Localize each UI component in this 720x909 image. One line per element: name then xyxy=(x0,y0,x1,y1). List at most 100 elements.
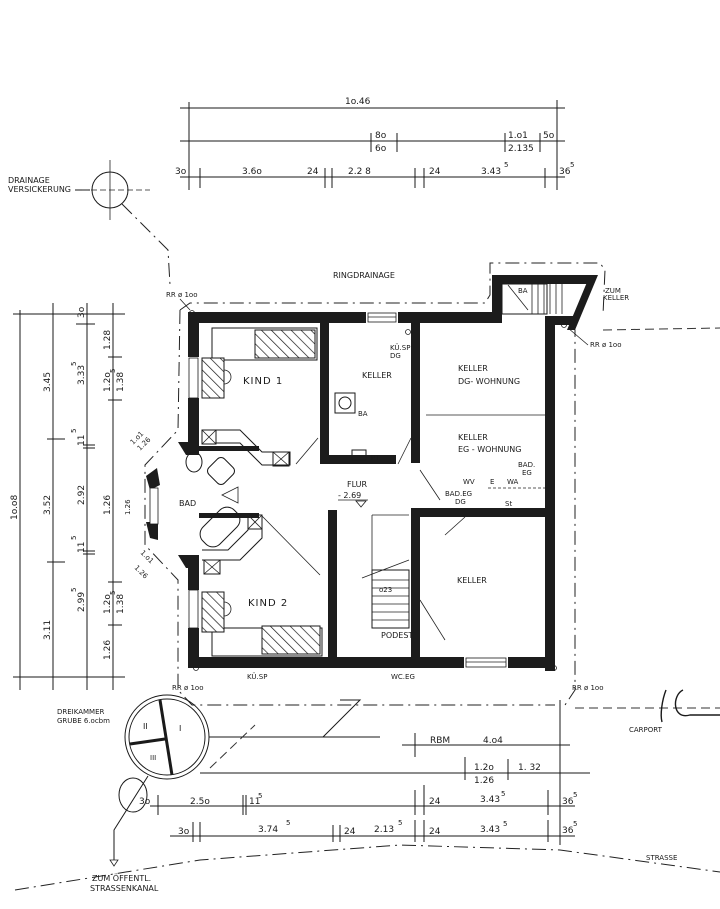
svg-text:5: 5 xyxy=(286,819,290,827)
svg-text:RR ø 1oo: RR ø 1oo xyxy=(590,341,621,349)
svg-text:1. 32: 1. 32 xyxy=(518,763,541,773)
room-flur: FLUR xyxy=(347,480,368,489)
svg-text:1.26: 1.26 xyxy=(103,495,113,515)
svg-text:1.28: 1.28 xyxy=(103,330,113,350)
svg-text:E: E xyxy=(490,478,494,486)
pump-icon xyxy=(351,449,367,461)
svg-text:3o: 3o xyxy=(139,797,151,807)
svg-text:24: 24 xyxy=(429,797,441,807)
room-keller-dg: KELLER xyxy=(458,364,488,373)
room-labels: KIND 1 KIND 2 BAD KELLER KELLER DG- WOHN… xyxy=(179,364,545,640)
svg-text:5: 5 xyxy=(573,820,577,828)
svg-text:RR ø 1oo: RR ø 1oo xyxy=(172,684,203,692)
svg-text:3o: 3o xyxy=(178,827,190,837)
svg-text:1.o1: 1.o1 xyxy=(508,131,528,141)
level-triangle-icon xyxy=(355,500,367,508)
fixture-labels: KÜ.SP DG BA PT BA BAD. EG WV E WA BAD.EG… xyxy=(247,287,629,681)
desk-icon xyxy=(201,357,225,399)
svg-text:BA: BA xyxy=(518,287,528,295)
room-keller-small: KELLER xyxy=(362,371,392,380)
svg-text:5: 5 xyxy=(70,536,78,540)
svg-text:WV: WV xyxy=(463,478,475,486)
svg-text:5: 5 xyxy=(109,369,117,373)
svg-text:1.38: 1.38 xyxy=(116,372,126,392)
svg-text:STRASSENKANAL: STRASSENKANAL xyxy=(90,884,159,893)
svg-text:ZUM: ZUM xyxy=(605,287,621,295)
svg-text:RBM: RBM xyxy=(430,736,450,746)
svg-text:4.o4: 4.o4 xyxy=(483,736,503,746)
svg-text:2.135: 2.135 xyxy=(508,144,534,154)
svg-text:36: 36 xyxy=(562,826,574,836)
svg-text:1.26: 1.26 xyxy=(124,499,132,515)
svg-text:3.6o: 3.6o xyxy=(242,167,262,177)
outlet-arrow-icon xyxy=(109,859,119,867)
dim-overall-width: 1o.46 xyxy=(345,97,371,107)
windows xyxy=(149,312,507,668)
svg-text:RR ø 1oo: RR ø 1oo xyxy=(166,291,197,299)
svg-text:BAD.: BAD. xyxy=(518,461,535,469)
room-bad: BAD xyxy=(179,499,196,508)
svg-text:3.74: 3.74 xyxy=(258,825,278,835)
svg-text:STRASSE: STRASSE xyxy=(646,854,677,862)
svg-text:2.13: 2.13 xyxy=(374,825,394,835)
svg-text:5: 5 xyxy=(70,429,78,433)
svg-text:II: II xyxy=(143,722,148,731)
top-dimension-chain: 1o.46 8o 6o 1.o1 2.135 5o 3o 3.6o 24 2.2… xyxy=(175,97,574,190)
svg-text:5: 5 xyxy=(70,588,78,592)
svg-text:36: 36 xyxy=(562,797,574,807)
svg-text:1.26: 1.26 xyxy=(103,640,113,660)
svg-text:DG: DG xyxy=(390,352,401,360)
svg-text:1.2o: 1.2o xyxy=(103,594,113,614)
svg-text:3.11: 3.11 xyxy=(43,620,53,640)
svg-text:RINGDRAINAGE: RINGDRAINAGE xyxy=(333,271,395,280)
site-context: CARPORT STRASSE xyxy=(14,689,720,891)
room-keller-se: KELLER xyxy=(457,576,487,585)
svg-text:11: 11 xyxy=(77,542,87,553)
svg-text:DREIKAMMER: DREIKAMMER xyxy=(57,708,104,716)
svg-text:III: III xyxy=(150,754,156,762)
svg-text:3.45: 3.45 xyxy=(43,372,53,392)
signature xyxy=(660,689,720,723)
sink-icon xyxy=(207,457,235,485)
svg-text:5: 5 xyxy=(503,820,507,828)
svg-text:1.26: 1.26 xyxy=(474,776,494,786)
svg-text:24: 24 xyxy=(429,827,441,837)
room-kind-2: KIND 2 xyxy=(248,598,288,609)
svg-text:DRAINAGE: DRAINAGE xyxy=(8,176,50,185)
svg-text:2.92: 2.92 xyxy=(77,485,87,505)
svg-text:8o: 8o xyxy=(375,131,387,141)
desk-icon xyxy=(201,591,225,633)
svg-text:CARPORT: CARPORT xyxy=(629,726,663,734)
svg-text:11: 11 xyxy=(249,797,260,807)
svg-text:3o: 3o xyxy=(77,306,87,318)
svg-text:DG- WOHNUNG: DG- WOHNUNG xyxy=(458,377,520,386)
svg-text:5: 5 xyxy=(501,790,505,798)
svg-text:1o.o8: 1o.o8 xyxy=(10,495,20,520)
bathtub-icon xyxy=(199,506,241,548)
drainage-infiltration: DRAINAGE VERSICKERUNG xyxy=(8,160,171,286)
svg-text:GRUBE 6.ocbm: GRUBE 6.ocbm xyxy=(57,717,110,725)
svg-text:5: 5 xyxy=(573,791,577,799)
svg-text:KÜ.SP: KÜ.SP xyxy=(390,343,410,352)
svg-text:1.2o: 1.2o xyxy=(103,372,113,392)
svg-text:o23: o23 xyxy=(379,586,392,594)
room-kind-1: KIND 1 xyxy=(243,376,283,387)
svg-text:24: 24 xyxy=(307,167,319,177)
svg-text:St: St xyxy=(505,500,512,508)
svg-text:3.33: 3.33 xyxy=(77,365,87,385)
svg-text:24: 24 xyxy=(429,167,441,177)
svg-text:WC.EG: WC.EG xyxy=(391,673,415,681)
svg-text:24: 24 xyxy=(344,827,356,837)
svg-text:BA: BA xyxy=(358,410,368,418)
svg-text:BAD.EG: BAD.EG xyxy=(445,490,472,498)
svg-text:5: 5 xyxy=(70,362,78,366)
svg-text:5: 5 xyxy=(109,591,117,595)
room-keller-eg: KELLER xyxy=(458,433,488,442)
svg-text:1.26: 1.26 xyxy=(133,564,150,581)
bed-icon xyxy=(261,625,321,655)
svg-text:5: 5 xyxy=(398,819,402,827)
svg-text:3.43: 3.43 xyxy=(480,825,500,835)
svg-text:5: 5 xyxy=(504,161,508,169)
svg-text:6o: 6o xyxy=(375,144,387,154)
bottom-dimension-chain: RBM 4.o4 1.2o 1.26 1. 32 3o 2.5o 11 5 24… xyxy=(139,700,577,845)
